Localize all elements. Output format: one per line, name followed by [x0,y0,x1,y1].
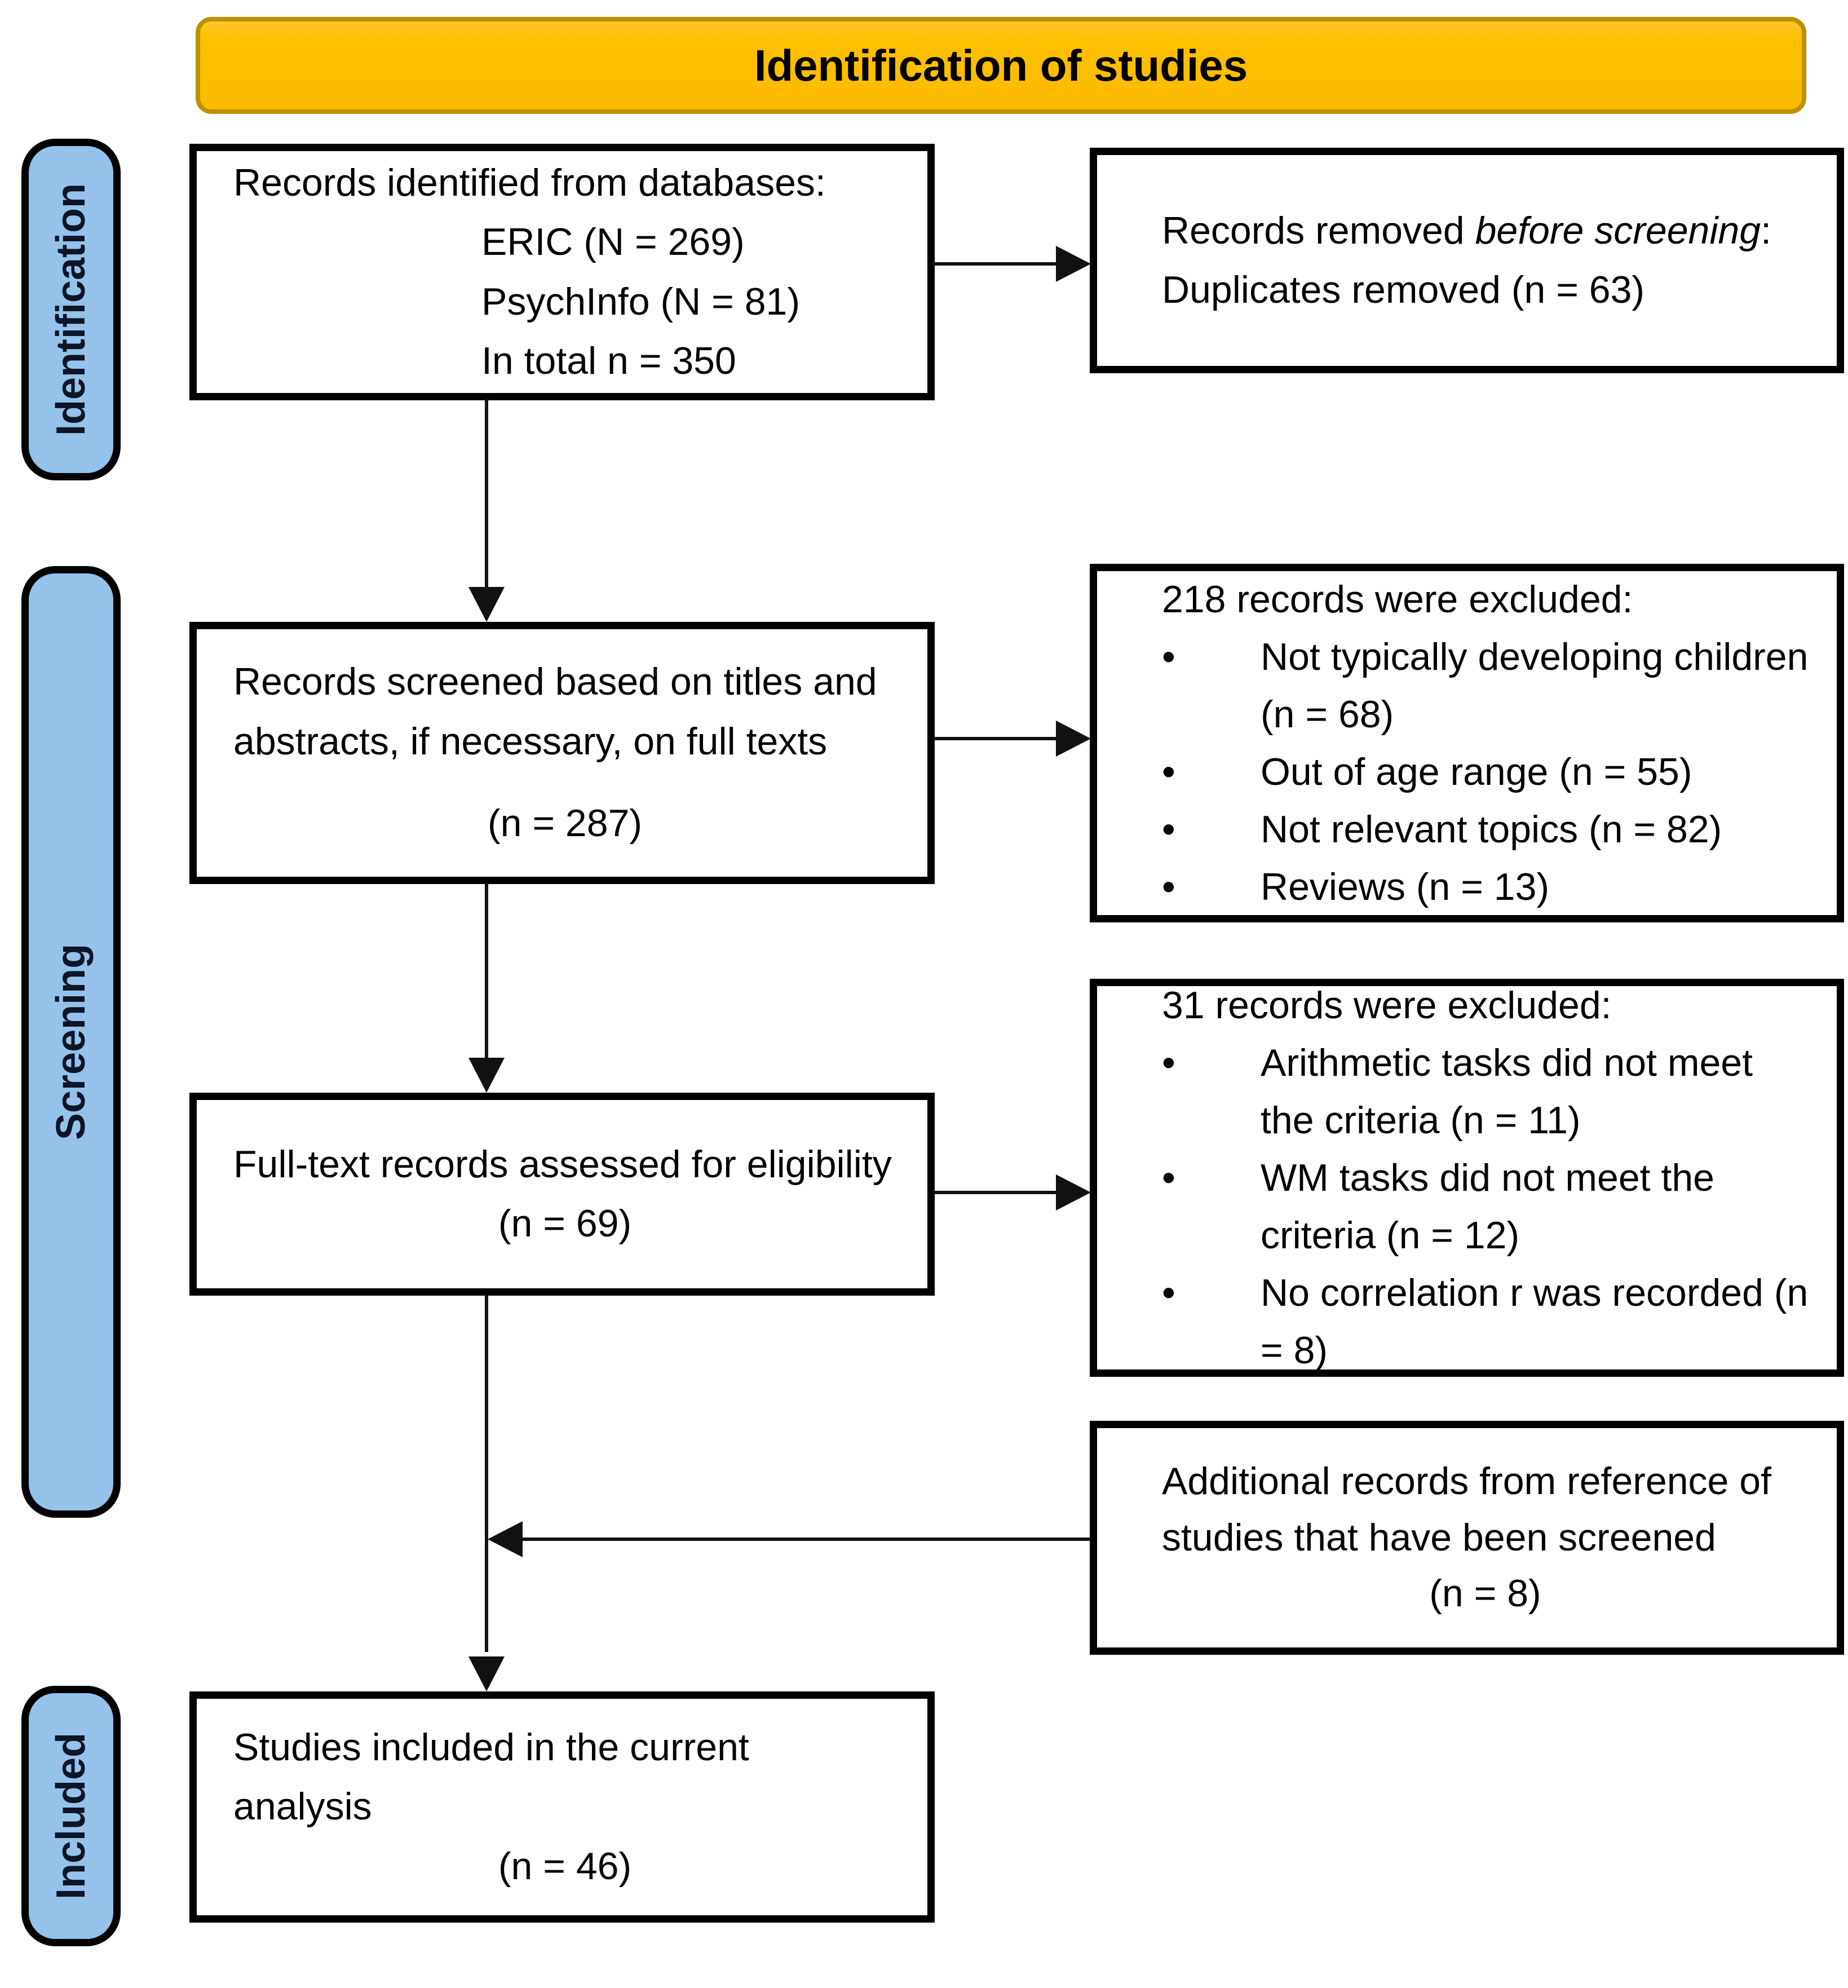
flow-box-studies-included: Studies included in the current analysis… [189,1691,935,1923]
source-eric: ERIC (N = 269) [481,220,745,264]
list-item: • WM tasks did not meet the criteria (n … [1162,1149,1809,1264]
flow-box-records-identified: Records identified from databases: ERIC … [189,144,935,400]
records-removed-italic: before screening [1475,209,1761,252]
records-screened-count: (n = 287) [487,802,643,845]
arrow-right-icon [1056,246,1091,282]
bullet-icon: • [1162,808,1175,851]
records-identified-sources: ERIC (N = 269) PsychInfo (N = 81) In tot… [481,213,896,391]
list-item: • Reviews (n = 13) [1162,858,1809,916]
bullet-icon: • [1162,1156,1175,1199]
flow-box-records-removed: Records removed before screening: Duplic… [1090,148,1844,373]
list-item: • Not typically developing children (n =… [1162,628,1809,743]
stage-label-screening: Screening [21,566,121,1518]
bullet-icon: • [1162,635,1175,678]
records-removed-pre: Records removed [1162,209,1475,252]
arrow-right-icon [1056,721,1091,757]
arrow-identified-to-removed-line [934,262,1057,266]
arrow-down-icon [468,1656,505,1691]
list-item: • Arithmetic tasks did not meet the crit… [1162,1034,1809,1149]
flow-box-excluded-fulltext: 31 records were excluded: • Arithmetic t… [1090,979,1844,1377]
records-screened-text: Records screened based on titles and abs… [233,660,877,763]
list-item: • No correlation r was recorded (n = 8) [1162,1264,1809,1379]
arrow-screened-to-excluded-line [934,737,1057,740]
stage-label-identification: Identification [21,139,121,480]
excluded-screening-heading: 218 records were excluded: [1162,578,1633,621]
fulltext-assessed-count: (n = 69) [498,1202,632,1245]
records-identified-intro: Records identified from databases: [233,161,826,204]
duplicates-removed-line: Duplicates removed (n = 63) [1162,268,1645,311]
excluded-reason: WM tasks did not meet the criteria (n = … [1261,1156,1714,1257]
bullet-icon: • [1162,750,1175,793]
arrow-identified-to-screened-line [485,399,488,588]
flow-box-additional-records: Additional records from reference of stu… [1090,1421,1844,1655]
arrow-additional-to-mainline-line [523,1538,1090,1541]
arrow-right-icon [1056,1174,1091,1211]
excluded-reason: Arithmetic tasks did not meet the criter… [1261,1041,1753,1142]
arrow-screened-to-fulltext-line [485,883,488,1059]
excluded-reason: Reviews (n = 13) [1261,865,1550,908]
bullet-icon: • [1162,865,1175,908]
studies-included-text: Studies included in the current analysis [233,1725,749,1828]
flow-box-fulltext-assessed: Full-text records assessed for eligibili… [189,1093,935,1296]
records-removed-heading: Records removed before screening: [1162,201,1809,260]
stage-label-screening-text: Screening [48,943,94,1141]
flow-box-excluded-screening: 218 records were excluded: • Not typical… [1090,564,1844,922]
arrow-down-icon [468,587,505,622]
excluded-reason: Not typically developing children (n = 6… [1261,635,1809,736]
arrow-down-icon [468,1058,505,1093]
title-banner-label: Identification of studies [754,40,1248,90]
arrow-fulltext-to-excluded-line [934,1191,1057,1194]
stage-label-included-text: Included [48,1732,94,1900]
title-banner: Identification of studies [196,17,1806,114]
stage-label-included: Included [21,1686,121,1946]
arrow-fulltext-to-included-line [485,1295,488,1652]
excluded-reason: Out of age range (n = 55) [1261,750,1692,793]
flow-box-records-screened: Records screened based on titles and abs… [189,622,935,884]
arrow-left-icon [488,1521,523,1557]
excluded-fulltext-heading: 31 records were excluded: [1162,984,1612,1027]
list-item: • Out of age range (n = 55) [1162,743,1809,801]
studies-included-count: (n = 46) [498,1844,632,1888]
list-item: • Not relevant topics (n = 82) [1162,801,1809,858]
excluded-reason: Not relevant topics (n = 82) [1261,808,1722,851]
additional-records-text: Additional records from reference of stu… [1162,1459,1771,1559]
stage-label-identification-text: Identification [48,183,94,436]
bullet-icon: • [1162,1271,1175,1314]
records-removed-post: : [1761,209,1772,252]
excluded-reason: No correlation r was recorded (n = 8) [1261,1271,1809,1372]
fulltext-assessed-text: Full-text records assessed for eligibili… [233,1142,892,1186]
additional-records-count: (n = 8) [1429,1572,1541,1615]
bullet-icon: • [1162,1041,1175,1084]
source-total: In total n = 350 [481,339,736,382]
source-psychinfo: PsychInfo (N = 81) [481,280,801,323]
